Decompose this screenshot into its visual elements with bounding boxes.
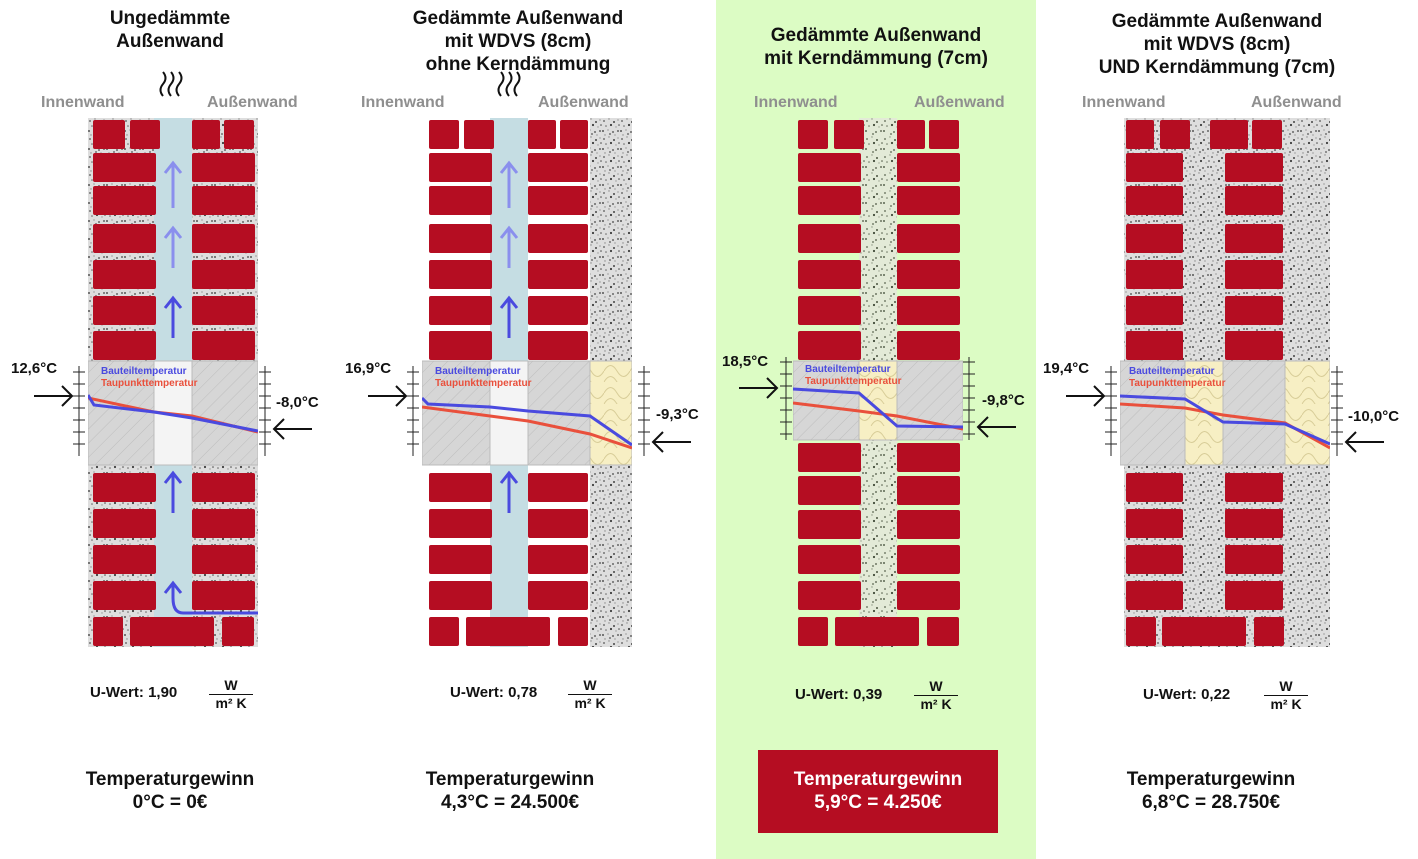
panel-annotations: [368, 71, 691, 456]
outside-temperature: -10,0°C: [1348, 408, 1400, 425]
temperature-gain: Temperaturgewinn 4,3°C = 24.500€: [425, 769, 595, 813]
chart-legend: Bauteiltemperatur Taupunkttemperatur: [435, 366, 532, 390]
panel-core-insulation: Gedämmte Außenwand mit Kerndämmung (7cm)…: [716, 0, 1036, 859]
legend-dewpoint-temperature: Taupunkttemperatur: [435, 378, 532, 389]
legend-dewpoint-temperature: Taupunkttemperatur: [805, 376, 902, 387]
panel-annotations: [739, 357, 1016, 440]
u-value-unit: W m² K: [568, 677, 612, 712]
panel-wdvs-and-core: Gedämmte Außenwand mit WDVS (8cm) UND Ke…: [1036, 0, 1418, 859]
temperature-gain: Temperaturgewinn 6,8°C = 28.750€: [1126, 769, 1296, 813]
outside-temperature: -9,8°C: [982, 392, 1025, 409]
panel-annotations: [34, 71, 312, 456]
wall-drawing: [1120, 118, 1330, 647]
inside-temperature: 19,4°C: [1043, 360, 1090, 377]
inside-temperature: 18,5°C: [722, 353, 769, 370]
legend-component-temperature: Bauteiltemperatur: [435, 366, 521, 377]
u-value-unit: W m² K: [1264, 678, 1308, 713]
u-value: U-Wert: 0,78: [450, 684, 538, 701]
temperature-gain: Temperaturgewinn 0°C = 0€: [85, 769, 255, 813]
u-value: U-Wert: 0,22: [1143, 686, 1231, 703]
inner-wall-label: Innenwand: [754, 94, 838, 111]
u-value-unit: W m² K: [914, 678, 958, 713]
panel-wdvs: Gedämmte Außenwand mit WDVS (8cm) ohne K…: [340, 0, 716, 859]
outer-wall-label: Außenwand: [207, 94, 298, 111]
chart-legend: Bauteiltemperatur Taupunkttemperatur: [101, 366, 198, 390]
panel-title: Ungedämmte Außenwand: [109, 8, 231, 52]
panel-title: Gedämmte Außenwand mit WDVS (8cm) ohne K…: [412, 8, 624, 75]
inner-wall-label: Innenwand: [361, 94, 445, 111]
temperature-gain-highlighted: Temperaturgewinn 5,9°C = 4.250€: [758, 750, 998, 833]
panel-uninsulated: Ungedämmte Außenwand Innenwand Außenwand: [0, 0, 340, 859]
chart-legend: Bauteiltemperatur Taupunkttemperatur: [1129, 366, 1226, 390]
legend-dewpoint-temperature: Taupunkttemperatur: [1129, 378, 1226, 389]
panel-title: Gedämmte Außenwand mit Kerndämmung (7cm): [764, 25, 988, 69]
inside-temperature: 12,6°C: [11, 360, 58, 377]
wall-drawing: [88, 118, 258, 647]
u-value-unit: W m² K: [209, 677, 253, 712]
u-value: U-Wert: 1,90: [90, 684, 178, 701]
chart-legend: Bauteiltemperatur Taupunkttemperatur: [805, 364, 902, 388]
outer-wall-label: Außenwand: [914, 94, 1005, 111]
panel-annotations: [1066, 366, 1384, 456]
inner-wall-label: Innenwand: [1082, 94, 1166, 111]
legend-dewpoint-temperature: Taupunkttemperatur: [101, 378, 198, 389]
inner-wall-label: Innenwand: [41, 94, 125, 111]
outside-temperature: -9,3°C: [656, 406, 699, 423]
panel-title: Gedämmte Außenwand mit WDVS (8cm) UND Ke…: [1098, 11, 1336, 78]
wall-drawing: [793, 118, 963, 647]
wall-cross-section: [1120, 118, 1330, 647]
wall-cross-section: [88, 118, 258, 647]
legend-component-temperature: Bauteiltemperatur: [1129, 366, 1215, 377]
legend-component-temperature: Bauteiltemperatur: [101, 366, 187, 377]
outer-wall-label: Außenwand: [1251, 94, 1342, 111]
wall-cross-section: [422, 118, 632, 647]
wall-cross-section: [793, 118, 963, 647]
legend-component-temperature: Bauteiltemperatur: [805, 364, 891, 375]
wall-drawing: [422, 118, 632, 647]
outside-temperature: -8,0°C: [276, 394, 319, 411]
inside-temperature: 16,9°C: [345, 360, 392, 377]
outer-wall-label: Außenwand: [538, 94, 629, 111]
u-value: U-Wert: 0,39: [795, 686, 883, 703]
